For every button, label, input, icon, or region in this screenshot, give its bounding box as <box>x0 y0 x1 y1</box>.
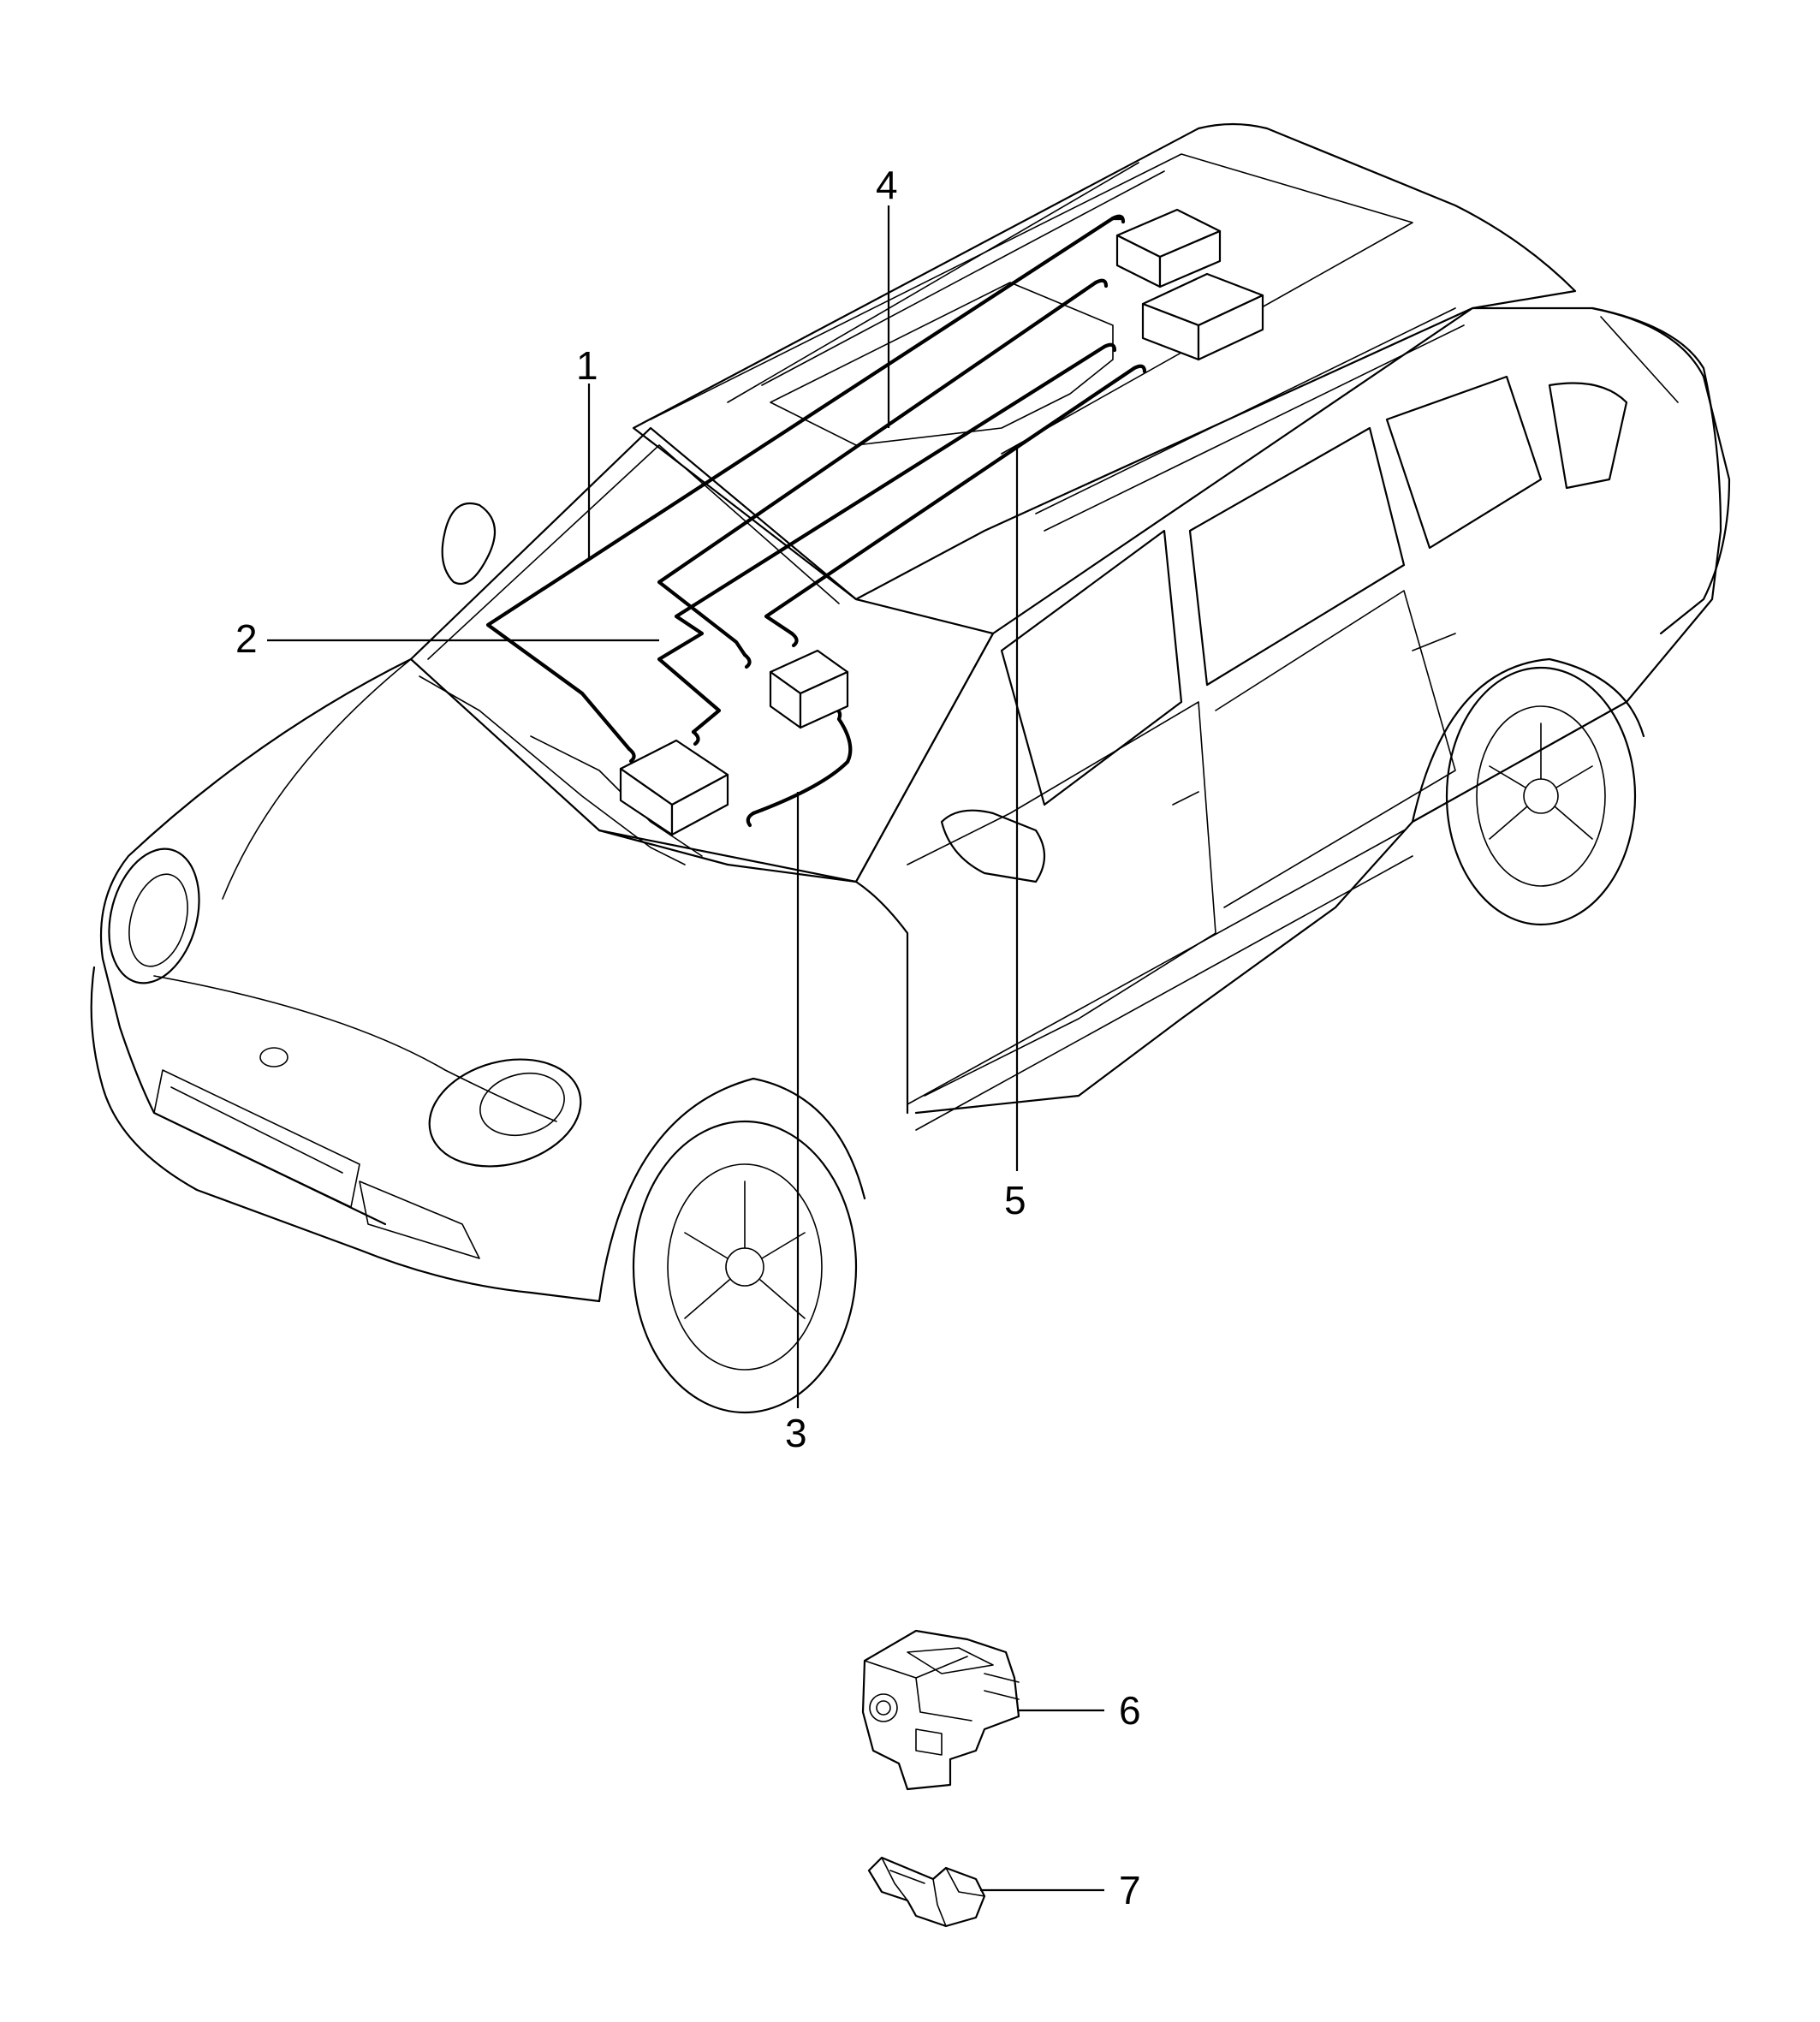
callout-4: 4 <box>876 163 898 207</box>
harness-4 <box>657 344 1107 734</box>
control-unit-front <box>619 739 729 836</box>
leader-lines <box>267 205 1104 1892</box>
callout-1: 1 <box>576 343 598 388</box>
callout-5: 5 <box>1004 1178 1026 1222</box>
callout-7: 7 <box>1119 1868 1141 1912</box>
wiring-harnesses <box>485 214 1147 828</box>
harness-3 <box>751 717 853 816</box>
vehicle-outline <box>90 122 1731 1414</box>
control-units <box>619 208 1264 836</box>
callout-labels: 1 2 3 4 5 6 7 <box>235 163 1141 1912</box>
control-unit-center <box>769 649 849 729</box>
control-unit-roof-1 <box>1115 208 1222 288</box>
callout-6: 6 <box>1119 1688 1141 1733</box>
callout-2: 2 <box>235 616 258 661</box>
harness-1 <box>485 216 1115 752</box>
callout-3: 3 <box>785 1411 807 1455</box>
control-unit-roof-2 <box>1141 272 1264 361</box>
harness-5 <box>764 366 1137 636</box>
part-7-connector <box>867 1856 986 1928</box>
harness-2 <box>657 280 1098 657</box>
part-6-sensor <box>861 1629 1020 1791</box>
